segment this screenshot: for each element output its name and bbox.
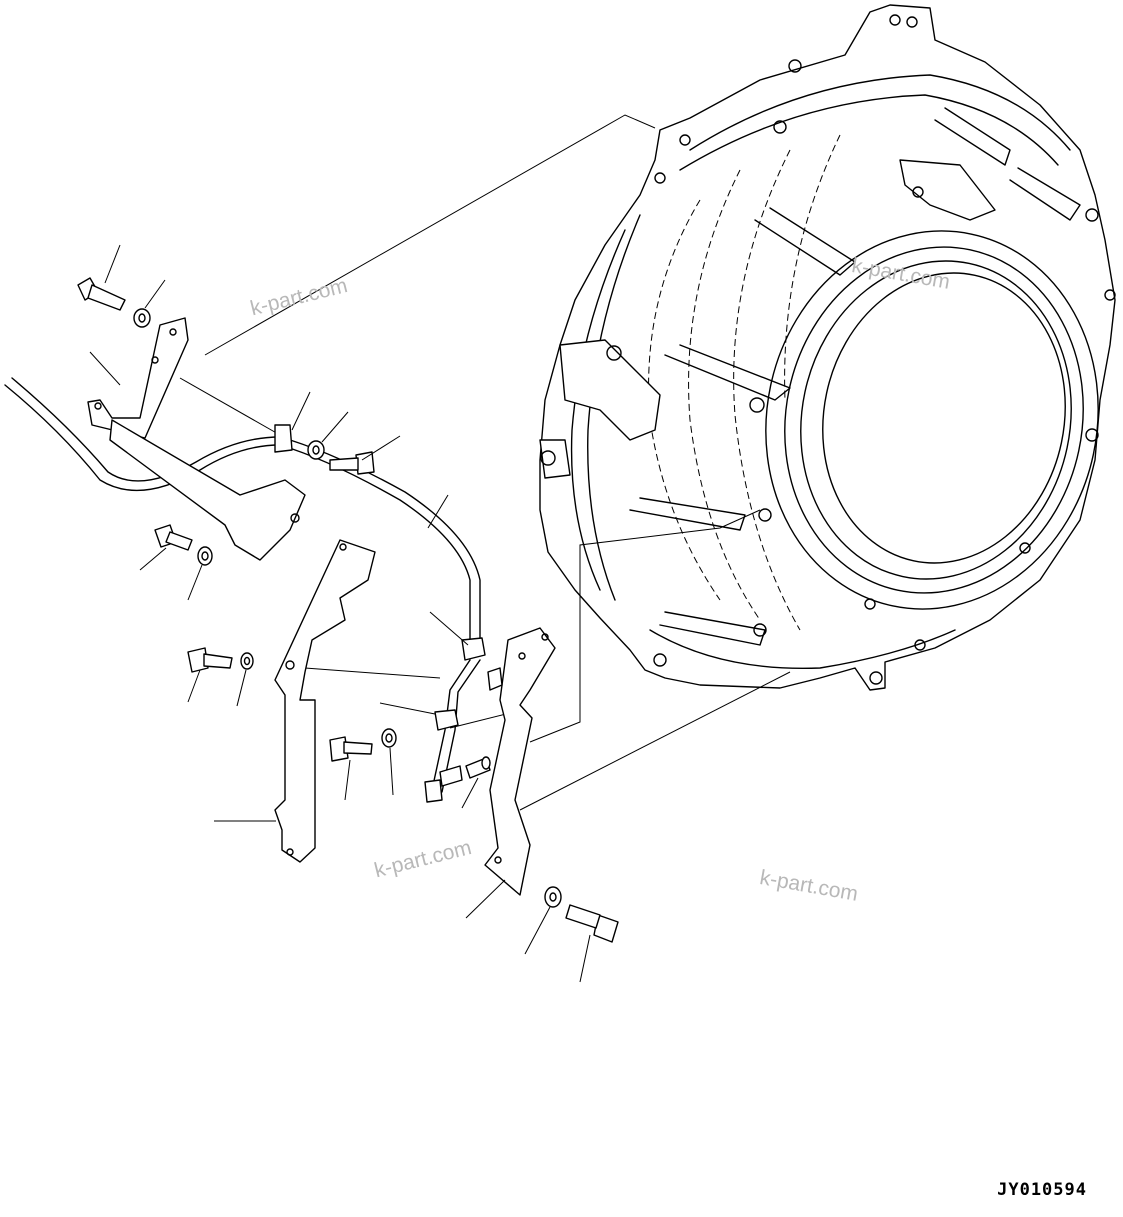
bracket-icon [87, 317, 556, 896]
washer-icon [133, 308, 562, 908]
tube-icon [4, 377, 481, 793]
flywheel-housing-icon [539, 4, 1116, 691]
bolt-icon [77, 277, 619, 943]
callout-leaders [89, 244, 591, 983]
clamp-icon [434, 637, 503, 731]
spacer-icon [465, 756, 491, 779]
drawing-id: JY010594 [997, 1180, 1087, 1200]
